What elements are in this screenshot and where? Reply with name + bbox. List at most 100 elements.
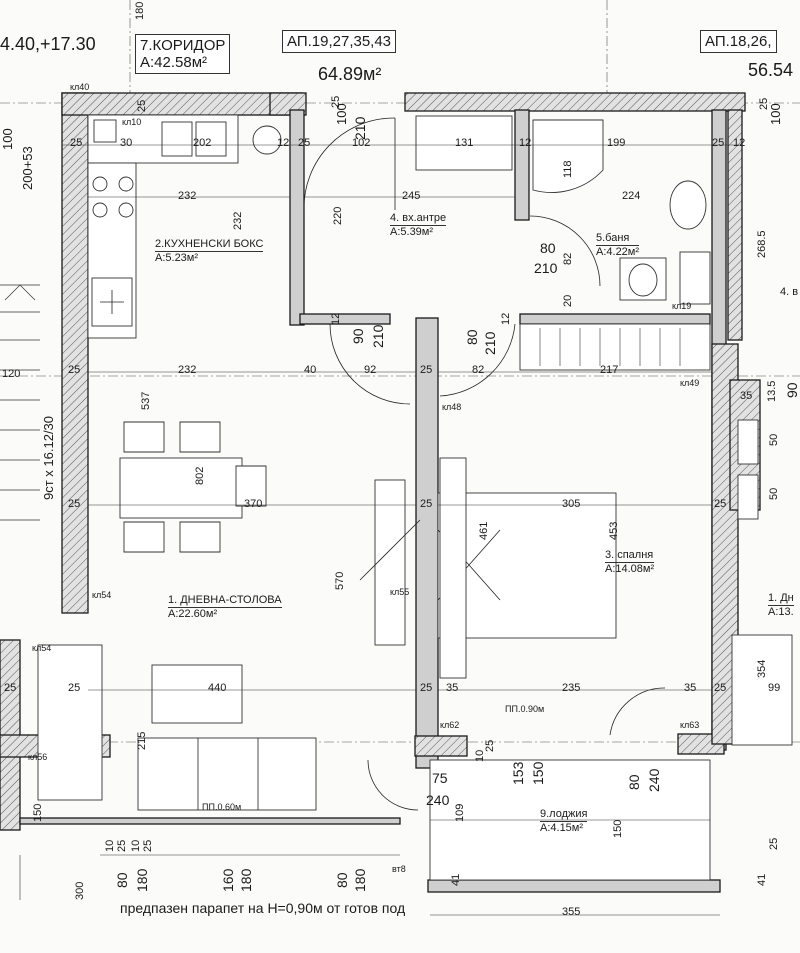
dim-r-99: 99 bbox=[768, 682, 781, 694]
dim-b-300: 300 bbox=[74, 881, 86, 900]
dim-d-210a: 210 bbox=[370, 324, 386, 348]
dim-top-25b: 25 bbox=[330, 95, 342, 108]
tag-kl49: кл49 bbox=[680, 378, 700, 388]
dim-l-25b: 25 bbox=[68, 364, 81, 376]
dim-k-202: 202 bbox=[193, 137, 212, 149]
dim-l-570: 570 bbox=[334, 571, 346, 590]
tag-pp060: ПП.0.60м bbox=[202, 802, 242, 812]
dim-b-180b: 180 bbox=[238, 868, 254, 892]
dim-s-35a: 35 bbox=[446, 682, 459, 694]
apt-right-box: АП.18,26, bbox=[700, 30, 777, 53]
dim-b-160: 160 bbox=[220, 868, 236, 892]
tag-kl10: кл10 bbox=[122, 117, 142, 127]
dim-l-150: 150 bbox=[32, 803, 44, 822]
dim-b-118: 118 bbox=[562, 160, 574, 178]
dim-e-12c: 12 bbox=[733, 137, 746, 149]
dim-l-25e: 25 bbox=[714, 498, 727, 510]
dim-e-131: 131 bbox=[455, 137, 474, 149]
dim-l-802: 802 bbox=[194, 466, 206, 485]
dim-b-20: 20 bbox=[562, 294, 574, 307]
parapet-note: предпазен парапет на Н=0,90м от готов по… bbox=[120, 900, 406, 916]
tag-kl63: кл63 bbox=[680, 720, 700, 730]
dim-k-25a: 25 bbox=[70, 137, 83, 149]
dim-b-25: 25 bbox=[142, 839, 154, 852]
dim-lg-153: 153 bbox=[510, 761, 526, 785]
elevation-label: 4.40,+17.30 bbox=[0, 34, 96, 54]
dim-e-245: 245 bbox=[402, 190, 421, 202]
dining-set bbox=[119, 421, 267, 553]
dim-b-180c: 180 bbox=[352, 868, 368, 892]
dim-l-25f: 25 bbox=[714, 682, 727, 694]
dim-l-537: 537 bbox=[140, 391, 152, 410]
dim-b-80a: 80 bbox=[114, 872, 130, 888]
dim-lg-109: 109 bbox=[454, 803, 466, 822]
dim-k-12a: 12 bbox=[277, 137, 290, 149]
dim-d-90: 90 bbox=[350, 328, 366, 344]
tag-kl55: кл55 bbox=[390, 587, 410, 597]
dim-s-453: 453 bbox=[608, 521, 620, 540]
dim-e-102: 102 bbox=[352, 137, 371, 149]
loggia bbox=[429, 759, 711, 881]
tag-kl40: кл40 bbox=[70, 82, 90, 92]
dim-s-25h: 25 bbox=[420, 682, 433, 694]
tv-stand bbox=[359, 479, 421, 646]
dim-lg-41b: 41 bbox=[756, 873, 768, 886]
dim-s-305: 305 bbox=[562, 498, 581, 510]
dim-d-12a: 12 bbox=[330, 312, 342, 325]
dim-lg-75: 75 bbox=[432, 770, 448, 786]
dim-lg-240b: 240 bbox=[426, 792, 450, 808]
dim-l-217: 217 bbox=[600, 364, 619, 376]
corridor-label-box: 7.КОРИДОР А:42.58м² bbox=[135, 34, 231, 74]
dim-e-220: 220 bbox=[332, 206, 344, 225]
dim-top-200-53: 200+53 bbox=[20, 146, 35, 190]
corridor-name: 7.КОРИДОР bbox=[140, 37, 226, 54]
dim-r-135: 13.5 bbox=[766, 380, 778, 402]
dim-b-224: 224 bbox=[622, 190, 641, 202]
dim-l-440: 440 bbox=[208, 682, 227, 694]
dim-d-80: 80 bbox=[464, 329, 480, 345]
dim-lg-80: 80 bbox=[626, 774, 642, 790]
dim-lg-150a: 150 bbox=[530, 761, 546, 785]
sofa bbox=[37, 644, 317, 811]
dim-top-100a: 100 bbox=[0, 128, 15, 150]
dim-top-180: 180 bbox=[134, 1, 146, 20]
dim-l-232: 232 bbox=[178, 364, 197, 376]
dim-l-25a: 25 bbox=[420, 364, 433, 376]
stair-steps: 9ст х 16.12/30 bbox=[41, 415, 56, 500]
dim-k-25b: 25 bbox=[298, 137, 311, 149]
dim-lg-240: 240 bbox=[646, 768, 662, 792]
dim-lg-41a: 41 bbox=[450, 873, 462, 886]
dim-top-25a: 25 bbox=[136, 99, 148, 112]
dim-b-80b: 80 bbox=[334, 872, 350, 888]
dim-lg-150b: 150 bbox=[612, 819, 624, 838]
dim-top-100c: 100 bbox=[768, 103, 783, 125]
dim-b-355: 355 bbox=[562, 906, 581, 918]
dim-d-12b: 12 bbox=[500, 312, 512, 325]
dim-d-210b: 210 bbox=[482, 331, 498, 355]
dim-r-50b: 50 bbox=[768, 487, 780, 500]
dim-e-25c: 25 bbox=[712, 137, 725, 149]
dim-k-232a: 232 bbox=[178, 190, 197, 202]
dim-l-25c: 25 bbox=[68, 498, 81, 510]
dim-b-82: 82 bbox=[562, 252, 574, 265]
dim-l-215: 215 bbox=[136, 731, 148, 750]
dim-top-25c: 25 bbox=[758, 97, 770, 110]
dim-lg-25c: 25 bbox=[768, 837, 780, 850]
dim-s-461: 461 bbox=[478, 521, 490, 540]
stair-width: 120 bbox=[2, 368, 21, 380]
apt-right-number: АП.18,26, bbox=[705, 33, 772, 50]
tag-kl62: кл62 bbox=[440, 720, 460, 730]
doors bbox=[303, 117, 666, 811]
apt-left-area: 64.89м² bbox=[318, 64, 382, 84]
dim-b-180a: 180 bbox=[134, 868, 150, 892]
kitchen-counter bbox=[87, 114, 282, 339]
bath-fixtures bbox=[532, 119, 711, 305]
tag-pp090: ПП.0.90м bbox=[505, 704, 545, 714]
dim-b-10b: 10 bbox=[104, 839, 116, 852]
dim-l-82: 82 bbox=[472, 364, 485, 376]
